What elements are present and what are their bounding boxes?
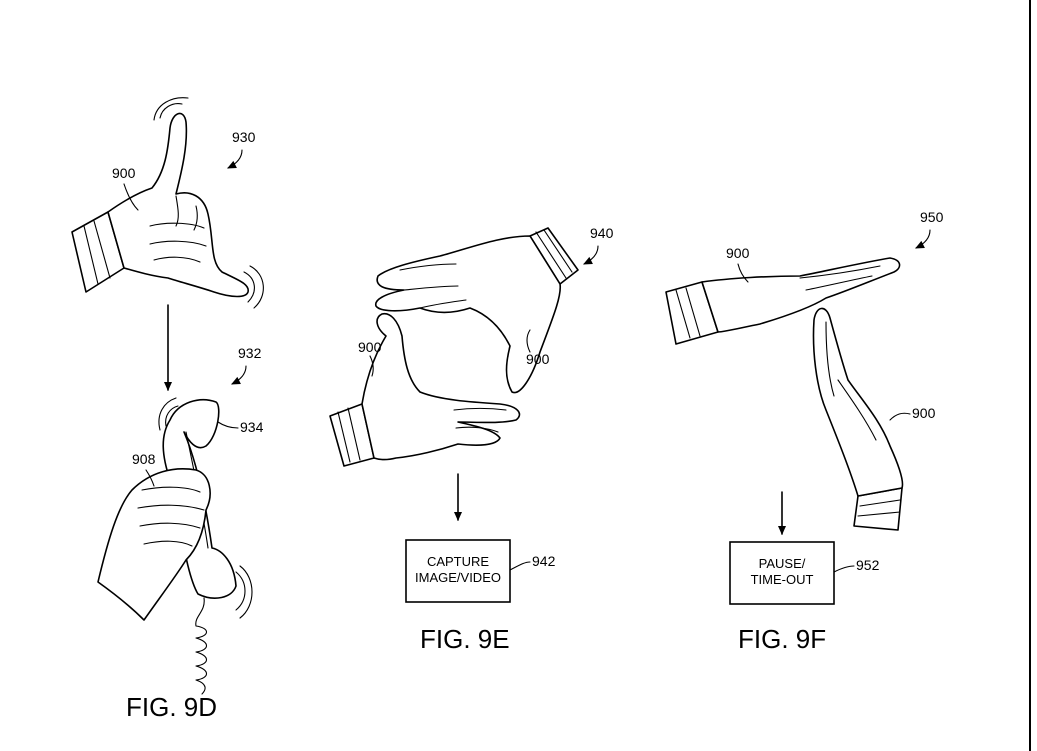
ref-942: 942 (532, 553, 556, 569)
ref-950: 950 (920, 209, 944, 225)
capture-image-video-box (405, 539, 511, 603)
ref-900-9e-right: 900 (526, 351, 550, 367)
ref-900-9e-left: 900 (358, 339, 382, 355)
fig-9f-caption: FIG. 9F (738, 624, 826, 654)
ref-900-9d: 900 (112, 165, 136, 181)
ref-900-9f-bottom: 900 (912, 405, 936, 421)
ref-934: 934 (240, 419, 264, 435)
ref-932: 932 (238, 345, 262, 361)
box-942-line-1: CAPTURE (427, 554, 489, 569)
box-952-line-2: TIME-OUT (751, 572, 814, 587)
ref-908: 908 (132, 451, 156, 467)
pause-timeout-box (729, 541, 835, 605)
ref-930: 930 (232, 129, 256, 145)
frame-gesture-hands-drawing (329, 227, 579, 467)
fig-9e-caption: FIG. 9E (420, 624, 510, 654)
figure-9d: 930 900 932 934 908 FIG. 9D (71, 97, 264, 722)
box-942-line-2: IMAGE/VIDEO (415, 570, 501, 585)
ref-940: 940 (590, 225, 614, 241)
ref-952: 952 (856, 557, 880, 573)
holding-hand-drawing (97, 468, 211, 621)
figure-9e: CAPTURE IMAGE/VIDEO 942 940 900 900 FIG.… (329, 225, 614, 654)
box-952-line-1: PAUSE/ (759, 556, 806, 571)
fig-9d-caption: FIG. 9D (126, 692, 217, 722)
timeout-gesture-hands-drawing (665, 257, 904, 531)
figure-9f: PAUSE/ TIME-OUT 952 950 900 900 FIG. 9F (665, 209, 944, 654)
ref-900-9f-top: 900 (726, 245, 750, 261)
shaka-hand-drawing (71, 97, 264, 309)
